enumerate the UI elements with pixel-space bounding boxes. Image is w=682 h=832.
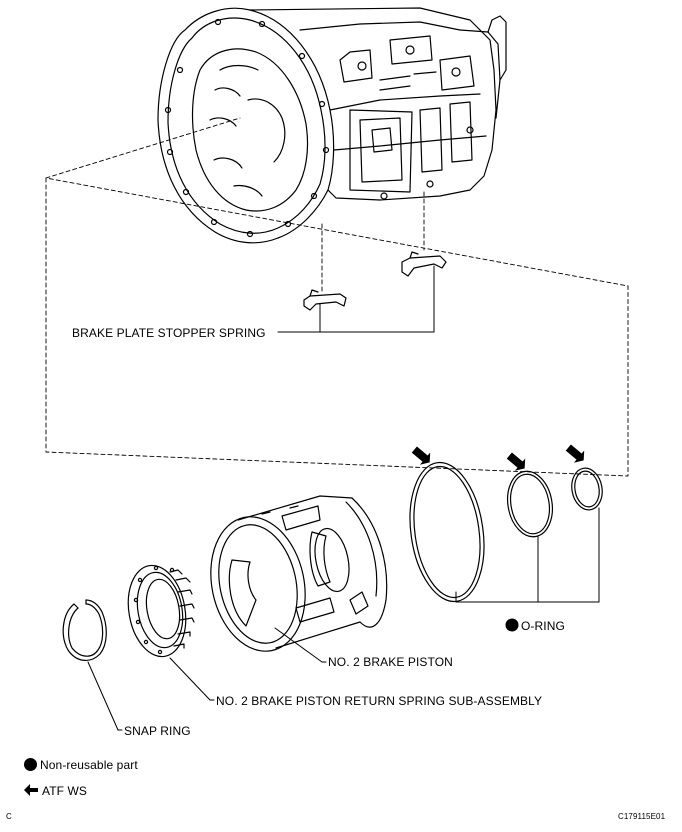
label-return-spring-sub-assembly: NO. 2 BRAKE PISTON RETURN SPRING SUB-ASS… — [216, 694, 543, 708]
atf-ws-arrow-icon — [411, 446, 431, 465]
no2-brake-piston — [210, 495, 388, 652]
label-brake-plate-stopper-spring: BRAKE PLATE STOPPER SPRING — [72, 326, 266, 340]
atf-ws-arrow-icon — [565, 444, 585, 463]
brake-plate-stopper-spring-right — [401, 251, 447, 277]
o-ring-large — [409, 461, 485, 603]
label-no2-brake-piston: NO. 2 BRAKE PISTON — [328, 655, 453, 669]
o-ring-medium — [506, 470, 554, 538]
corner-code-right: C179115E01 — [618, 812, 666, 821]
legend-atf-ws: ATF WS — [24, 784, 87, 798]
transmission-case — [157, 7, 507, 244]
snap-ring — [62, 599, 107, 661]
filled-circle-icon — [24, 758, 37, 771]
atf-ws-markers — [411, 444, 585, 632]
return-spring-sub-assembly — [127, 564, 195, 658]
atf-ws-arrow-icon — [506, 452, 526, 471]
legend-atf-ws-text: ATF WS — [42, 784, 88, 798]
label-o-ring: O-RING — [521, 619, 565, 633]
label-snap-ring: SNAP RING — [124, 724, 191, 738]
corner-code-left: C — [6, 812, 12, 821]
o-ring-small — [571, 467, 603, 511]
leader-lines — [87, 265, 600, 731]
legend-non-reusable: Non-reusable part — [24, 758, 138, 772]
left-arrow-icon — [24, 784, 38, 796]
assembly-guide-lines — [45, 117, 629, 477]
non-reusable-dot-icon — [505, 618, 519, 632]
legend-non-reusable-text: Non-reusable part — [40, 758, 138, 772]
brake-plate-stopper-spring-left — [303, 289, 347, 311]
